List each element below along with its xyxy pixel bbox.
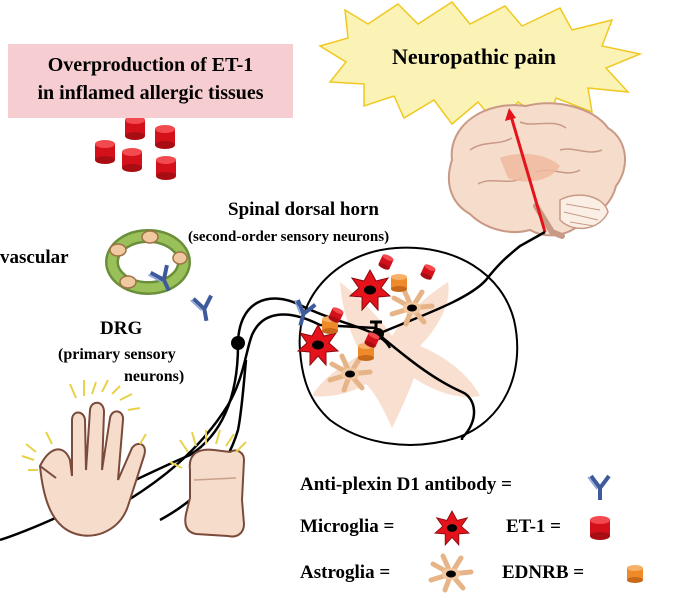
legend-astroglia-icon <box>431 556 471 590</box>
legend-antibody-label: Anti-plexin D1 antibody = <box>300 474 512 495</box>
vascular-label: vascular <box>0 247 69 268</box>
pain-burst <box>318 1 643 128</box>
cause-line-1: Overproduction of ET-1 <box>47 54 254 76</box>
cause-line-2: in inflamed allergic tissues <box>37 82 264 104</box>
et1-cylinder-icon <box>122 148 142 172</box>
hand-pain-spikes <box>21 379 147 471</box>
legend-et1-icon <box>590 516 610 540</box>
spinal-subtitle: (second-order sensory neurons) <box>188 229 390 245</box>
foot-icon <box>184 448 246 538</box>
et1-cylinder-icon <box>156 156 176 180</box>
second-order-axon <box>377 333 476 440</box>
spinal-title: Spinal dorsal horn <box>228 199 379 220</box>
et1-cylinder-icon <box>155 125 175 149</box>
legend-antibody-icon <box>586 474 611 502</box>
arrow-head <box>505 108 516 121</box>
drg-line-2: neurons) <box>124 368 185 385</box>
blood-vessel-icon <box>105 229 191 295</box>
drg-soma <box>231 336 245 350</box>
ascending-tract <box>377 230 546 336</box>
legend-et1-label: ET-1 = <box>506 516 562 537</box>
legend-astroglia-label: Astroglia = <box>300 562 391 583</box>
foot-pain-spikes <box>169 429 247 469</box>
primary-afferent-inner <box>114 313 377 510</box>
ednrb-cylinder-icon <box>391 274 407 292</box>
et1-cylinder-icon <box>125 116 145 140</box>
cause-box: Overproduction of ET-1 in inflamed aller… <box>8 44 293 118</box>
drg-title: DRG <box>100 318 143 339</box>
antibody-icon <box>188 293 218 325</box>
ascending-pain-arrow <box>509 115 547 233</box>
drg-line-1: (primary sensory <box>58 346 176 363</box>
legend-ednrb-icon <box>627 565 643 583</box>
et1-cylinder-icon <box>95 140 115 164</box>
outcome-label: Neuropathic pain <box>392 44 557 69</box>
brain-icon <box>447 102 627 239</box>
hand-icon <box>38 401 146 537</box>
legend-ednrb-label: EDNRB = <box>502 562 585 583</box>
legend-microglia-label: Microglia = <box>300 516 395 537</box>
legend-microglia-icon <box>434 510 470 546</box>
